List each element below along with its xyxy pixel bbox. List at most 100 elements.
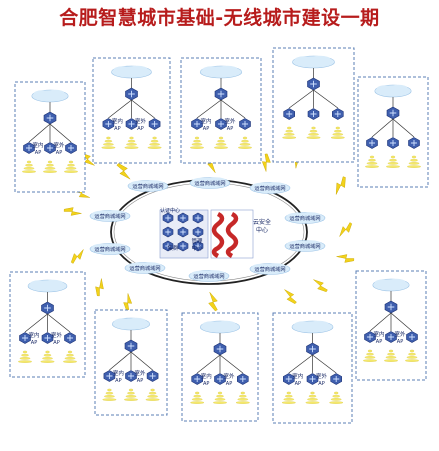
lightning-icon: [123, 293, 133, 312]
center-label-right: 云安全: [253, 218, 271, 226]
site-box-s5: [357, 76, 429, 188]
wifi-signal-icon: [147, 136, 162, 149]
metro-node-9: 运营商城域网: [188, 270, 230, 282]
ap-label: AP: [226, 381, 232, 387]
lightning-icon: [261, 153, 271, 172]
ap-label: AP: [35, 150, 41, 156]
metro-node-label: 运营商城域网: [289, 242, 320, 250]
cloud-icon: [284, 240, 326, 252]
cloud-icon: [199, 320, 241, 334]
cloud-icon: [292, 55, 335, 69]
wifi-signal-icon: [190, 391, 205, 404]
switch-icon: [306, 342, 319, 356]
cloud-icon: [127, 180, 169, 192]
wifi-signal-icon: [213, 391, 227, 404]
ap-label: AP: [295, 381, 301, 387]
cloud-icon: [188, 270, 230, 282]
switch-icon: [213, 342, 227, 356]
access-point-icon: [125, 118, 138, 130]
cloud-icon: [249, 182, 291, 194]
lightning-icon: [313, 279, 328, 293]
ap-label: AP: [137, 126, 143, 132]
access-point-icon: [307, 108, 320, 120]
ap-label: 室外: [134, 369, 146, 377]
wifi-signal-icon: [102, 388, 117, 401]
cloud-icon: [27, 279, 68, 293]
metro-ring: 运营商城域网运营商城域网运营商城域网运营商城域网运营商城域网运营商城域网运营商城…: [89, 177, 326, 285]
metro-node-label: 运营商城域网: [194, 179, 225, 187]
server-icon: [177, 240, 189, 252]
wifi-signal-icon: [329, 391, 344, 404]
access-point-icon: [44, 142, 56, 154]
switch-icon: [384, 300, 398, 314]
ap-label: AP: [114, 126, 120, 132]
metro-node-1: 运营商城域网: [127, 180, 169, 192]
wireless-links: [63, 150, 355, 312]
access-point-icon: [191, 373, 203, 385]
wifi-signal-icon: [363, 349, 377, 362]
metro-node-label: 运营商城域网: [289, 214, 320, 222]
ap-label: 室外: [53, 141, 65, 149]
switch-icon: [125, 87, 138, 101]
access-point-icon: [406, 331, 418, 343]
access-point-icon: [64, 332, 76, 344]
wifi-signal-icon: [282, 126, 297, 139]
cloud-icon: [189, 177, 231, 189]
wifi-signal-icon: [238, 136, 252, 149]
ap-label: AP: [56, 150, 62, 156]
metro-node-label: 运营商城域网: [193, 272, 224, 280]
cloud-icon: [31, 89, 69, 103]
access-point-icon: [283, 108, 296, 120]
wifi-signal-icon: [101, 136, 116, 149]
metro-node-2: 运营商城域网: [189, 177, 231, 189]
server-icon: [192, 212, 204, 224]
ap-label: AP: [376, 339, 382, 345]
access-sites: 室内AP室外AP室内AP室外AP室内AP室外AP室内AP室外AP室内AP室外AP…: [9, 47, 429, 424]
wifi-signal-icon: [306, 126, 321, 139]
access-point-icon: [331, 108, 344, 120]
ap-label: 室外: [316, 372, 328, 380]
access-point-icon: [282, 373, 295, 385]
cloud-icon: [249, 263, 291, 275]
ap-label: AP: [227, 126, 233, 132]
ap-label: 室内: [201, 372, 212, 380]
wifi-signal-icon: [124, 136, 139, 149]
wifi-signal-icon: [145, 388, 160, 401]
server-icon: [192, 240, 204, 252]
cloud-icon: [284, 212, 326, 224]
server-icon: [192, 226, 204, 238]
wifi-signal-icon: [281, 391, 296, 404]
cloud-icon: [111, 317, 151, 331]
access-point-icon: [366, 137, 378, 149]
ap-label: AP: [203, 381, 209, 387]
ap-label: AP: [53, 340, 59, 346]
metro-node-label: 运营商城域网: [94, 212, 125, 220]
security-symbol: [225, 211, 239, 259]
server-icon: [162, 212, 174, 224]
switch-icon: [41, 301, 54, 315]
ap-label: 室外: [394, 330, 406, 338]
metro-node-8: 运营商城域网: [124, 262, 166, 274]
access-point-icon: [103, 370, 116, 382]
access-point-icon: [306, 373, 319, 385]
server-icon: [177, 226, 189, 238]
access-point-icon: [214, 373, 226, 385]
wifi-signal-icon: [64, 160, 78, 173]
center-label-right-2: 中心: [256, 226, 268, 234]
metro-node-7: 运营商城域网: [284, 240, 326, 252]
metro-node-label: 运营商城域网: [254, 265, 285, 273]
ap-label: 室内: [28, 331, 39, 339]
ap-label: 室外: [51, 331, 63, 339]
metro-node-label: 运营商城域网: [129, 264, 160, 272]
cloud-icon: [89, 210, 131, 222]
wifi-signal-icon: [365, 155, 379, 168]
lightning-icon: [208, 292, 218, 312]
cloud-icon: [199, 65, 243, 79]
ap-label: 室内: [292, 372, 303, 380]
